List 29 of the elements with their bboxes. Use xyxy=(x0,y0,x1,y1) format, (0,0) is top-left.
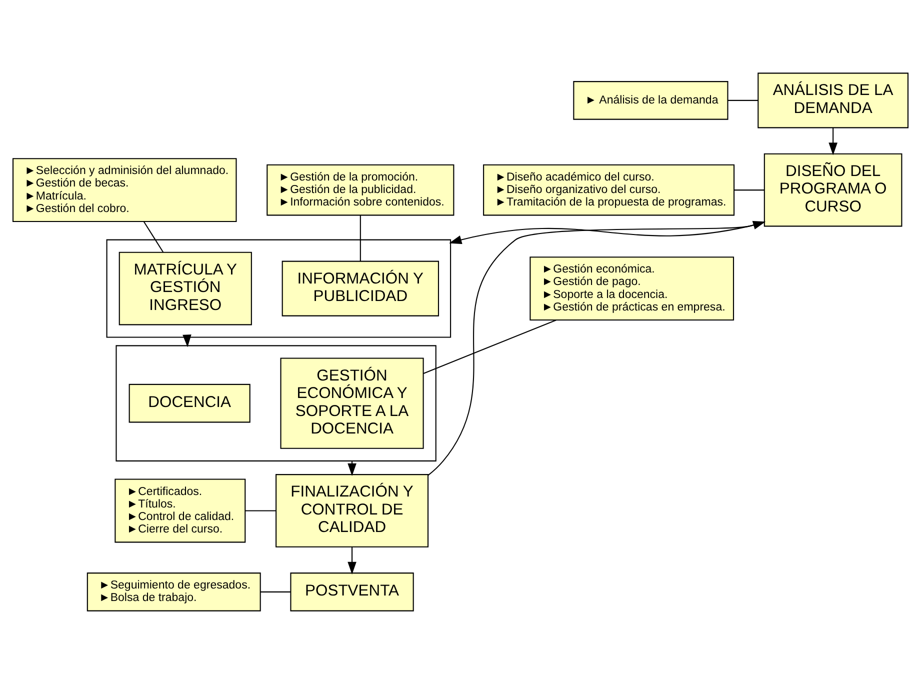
node-box: FINALIZACIÓN Y CONTROL DE CALIDAD xyxy=(276,474,429,548)
node-box: ►Gestión de la promoción. ►Gestión de la publicidad. ►Información sobre contenidos. xyxy=(266,164,454,216)
node-box: ►Selección y adminisión del alumnado. ►Gestión de becas. ►Matrícula. ►Gestión del cobro. xyxy=(12,158,237,222)
node-box: ►Certificados. ►Títulos. ►Control de calidad. ►Cierre del curso. xyxy=(114,478,246,543)
connector xyxy=(245,510,276,512)
node-box: ►Seguimiento de egresados. ►Bolsa de trabajo. xyxy=(86,572,261,612)
cluster xyxy=(106,239,452,338)
node-box: GESTIÓN ECONÓMICA Y SOPORTE A LA DOCENCIA xyxy=(280,358,424,449)
arrow xyxy=(428,220,766,476)
connector xyxy=(260,591,291,592)
arrow xyxy=(828,128,838,156)
node-box: ► Análisis de la demanda xyxy=(573,81,728,120)
arrow xyxy=(348,547,356,574)
connector xyxy=(734,190,764,191)
node-box: DOCENCIA xyxy=(128,384,250,423)
node-box: ►Gestión económica. ►Gestión de pago. ►Soporte a la docencia. ►Gestión de prácticas en empresa. xyxy=(530,256,734,321)
arrow xyxy=(348,460,356,476)
node-box: ANÁLISIS DE LA DEMANDA xyxy=(758,72,909,128)
node-box: MATRÍCULA Y GESTIÓN INGRESO xyxy=(118,252,252,326)
node-box: INFORMACIÓN Y PUBLICIDAD xyxy=(282,260,440,316)
cluster xyxy=(116,345,436,462)
connector xyxy=(143,221,164,252)
arrow xyxy=(182,334,192,348)
node-box: ►Diseño académico del curso. ►Diseño organizativo del curso. ►Tramitación de la propuesta de programas. xyxy=(483,164,735,216)
connector xyxy=(728,100,758,101)
node-box: DISEÑO DEL PROGRAMA O CURSO xyxy=(764,153,902,227)
node-box: POSTVENTA xyxy=(290,572,414,612)
connector xyxy=(423,320,556,374)
connector xyxy=(360,215,361,262)
